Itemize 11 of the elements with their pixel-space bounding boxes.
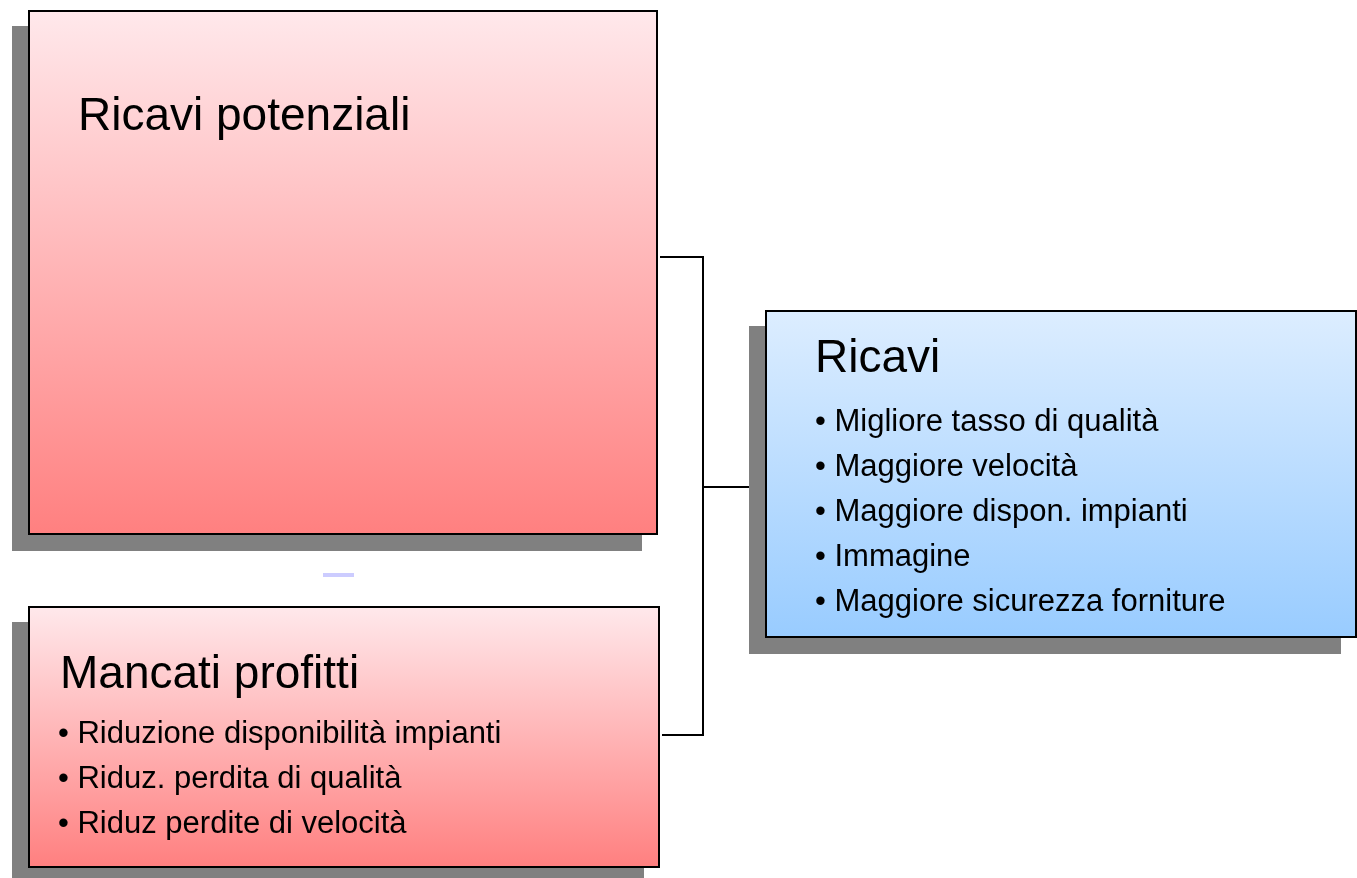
bullet-item: • Riduz perdite di velocità	[58, 804, 408, 842]
box-heading: Mancati profitti	[60, 645, 360, 699]
bullet-item: • Maggiore dispon. impianti	[815, 492, 1189, 530]
bullet-item: • Immagine	[815, 537, 972, 575]
box-heading: Ricavi potenziali	[78, 87, 411, 141]
box-heading: Ricavi	[815, 329, 941, 383]
bullet-item: • Riduz. perdita di qualità	[58, 759, 403, 797]
bullet-item: • Migliore tasso di qualità	[815, 402, 1160, 440]
bullet-item: • Maggiore velocità	[815, 447, 1079, 485]
bullet-item: • Riduzione disponibilità impianti	[58, 714, 502, 752]
bullet-item: • Maggiore sicurezza forniture	[815, 582, 1226, 620]
